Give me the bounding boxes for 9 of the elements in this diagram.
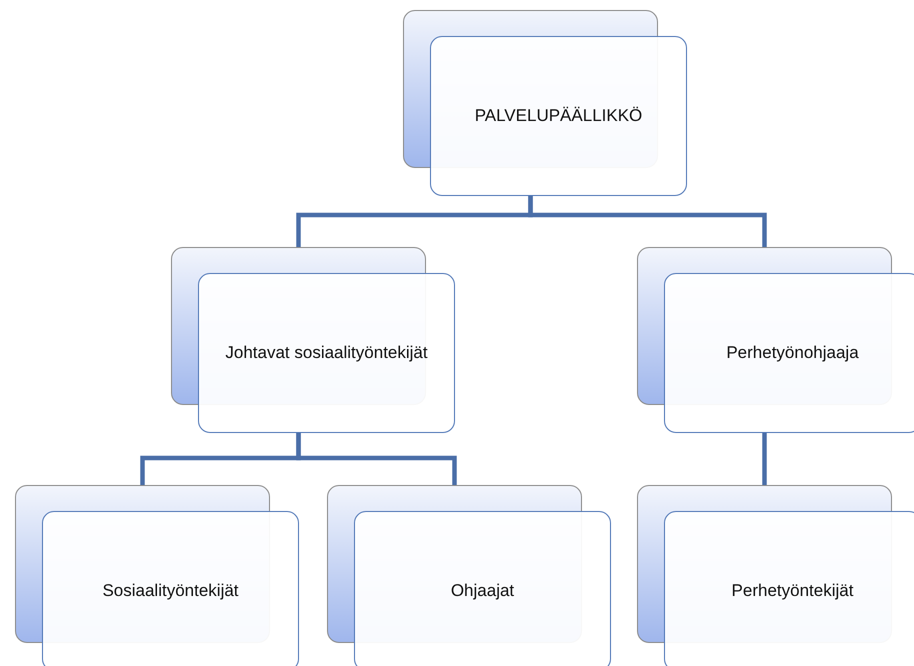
role-label: Sosiaalityöntekijät	[102, 580, 239, 602]
connector-line	[528, 196, 767, 247]
role-label: Perhetyöntekijät	[732, 580, 854, 602]
connector-line	[762, 433, 767, 485]
role-label: Ohjaajat	[450, 580, 514, 602]
role-label: Perhetyönohjaaja	[726, 342, 859, 364]
role-label: Johtavat sosiaalityöntekijät	[225, 342, 428, 364]
connector-line	[296, 433, 457, 485]
role-label: PALVELUPÄÄLLIKKÖ	[474, 104, 642, 127]
